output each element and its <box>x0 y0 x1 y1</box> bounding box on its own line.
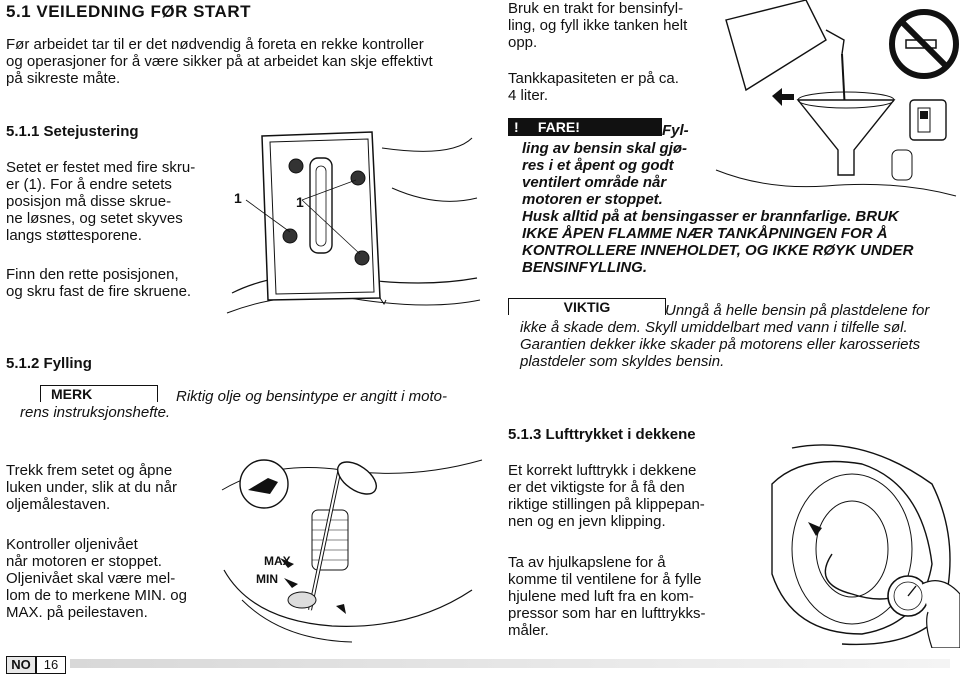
oil-text-2: Kontroller oljenivået når motoren er sto… <box>6 536 187 621</box>
max-label: MAX <box>264 554 291 568</box>
footer-bar <box>70 659 950 668</box>
dipstick-illustration <box>221 459 483 643</box>
tires-text-1: Et korrekt lufttrykk i dekkene er det vi… <box>508 462 705 530</box>
note-text: Riktig olje og bensintype er angitt i mo… <box>176 388 447 405</box>
important-label: VIKTIG <box>508 298 666 315</box>
intro-text: Før arbeidet tar til er det nødvendig å … <box>6 36 433 87</box>
danger-body: ling av bensin skal gjø- res i et åpent … <box>522 140 914 276</box>
section-title: 5.1 VEILEDNING FØR START <box>6 2 251 21</box>
funnel-text-1: Bruk en trakt for bensinfyl- ling, og fy… <box>508 0 688 51</box>
funnel-illustration <box>715 0 959 197</box>
seat-heading: 5.1.1 Setejustering <box>6 123 139 140</box>
funnel-text-2: Tankkapasiteten er på ca. 4 liter. <box>508 70 679 104</box>
page-number: 16 <box>36 656 66 674</box>
note-text-2: rens instruksjonshefte. <box>20 404 171 421</box>
footer-lang: NO <box>6 656 36 674</box>
warning-icon: ! <box>514 119 519 135</box>
important-line1: Unngå å helle bensin på plastdelene for <box>665 302 930 319</box>
fuel-heading: 5.1.2 Fylling <box>6 355 92 372</box>
seat-callout-right: 1 <box>296 194 304 210</box>
tire-illustration <box>771 444 960 648</box>
important-body: ikke å skade dem. Skyll umiddelbart med … <box>520 319 921 370</box>
seat-callout-left: 1 <box>234 190 242 206</box>
tires-heading: 5.1.3 Lufttrykket i dekkene <box>508 426 696 443</box>
oil-text-1: Trekk frem setet og åpne luken under, sl… <box>6 462 177 513</box>
min-label: MIN <box>256 572 278 586</box>
seat-text-1: Setet er festet med fire skru- er (1). F… <box>6 159 196 244</box>
seat-illustration <box>226 131 481 314</box>
seat-text-2: Finn den rette posisjonen, og skru fast … <box>6 266 192 300</box>
danger-line1: Fyl- <box>662 122 689 139</box>
note-label: MERK <box>40 385 158 402</box>
tires-text-2: Ta av hjulkapslene for å komme til venti… <box>508 554 706 639</box>
danger-label: ! FARE! <box>508 118 662 136</box>
